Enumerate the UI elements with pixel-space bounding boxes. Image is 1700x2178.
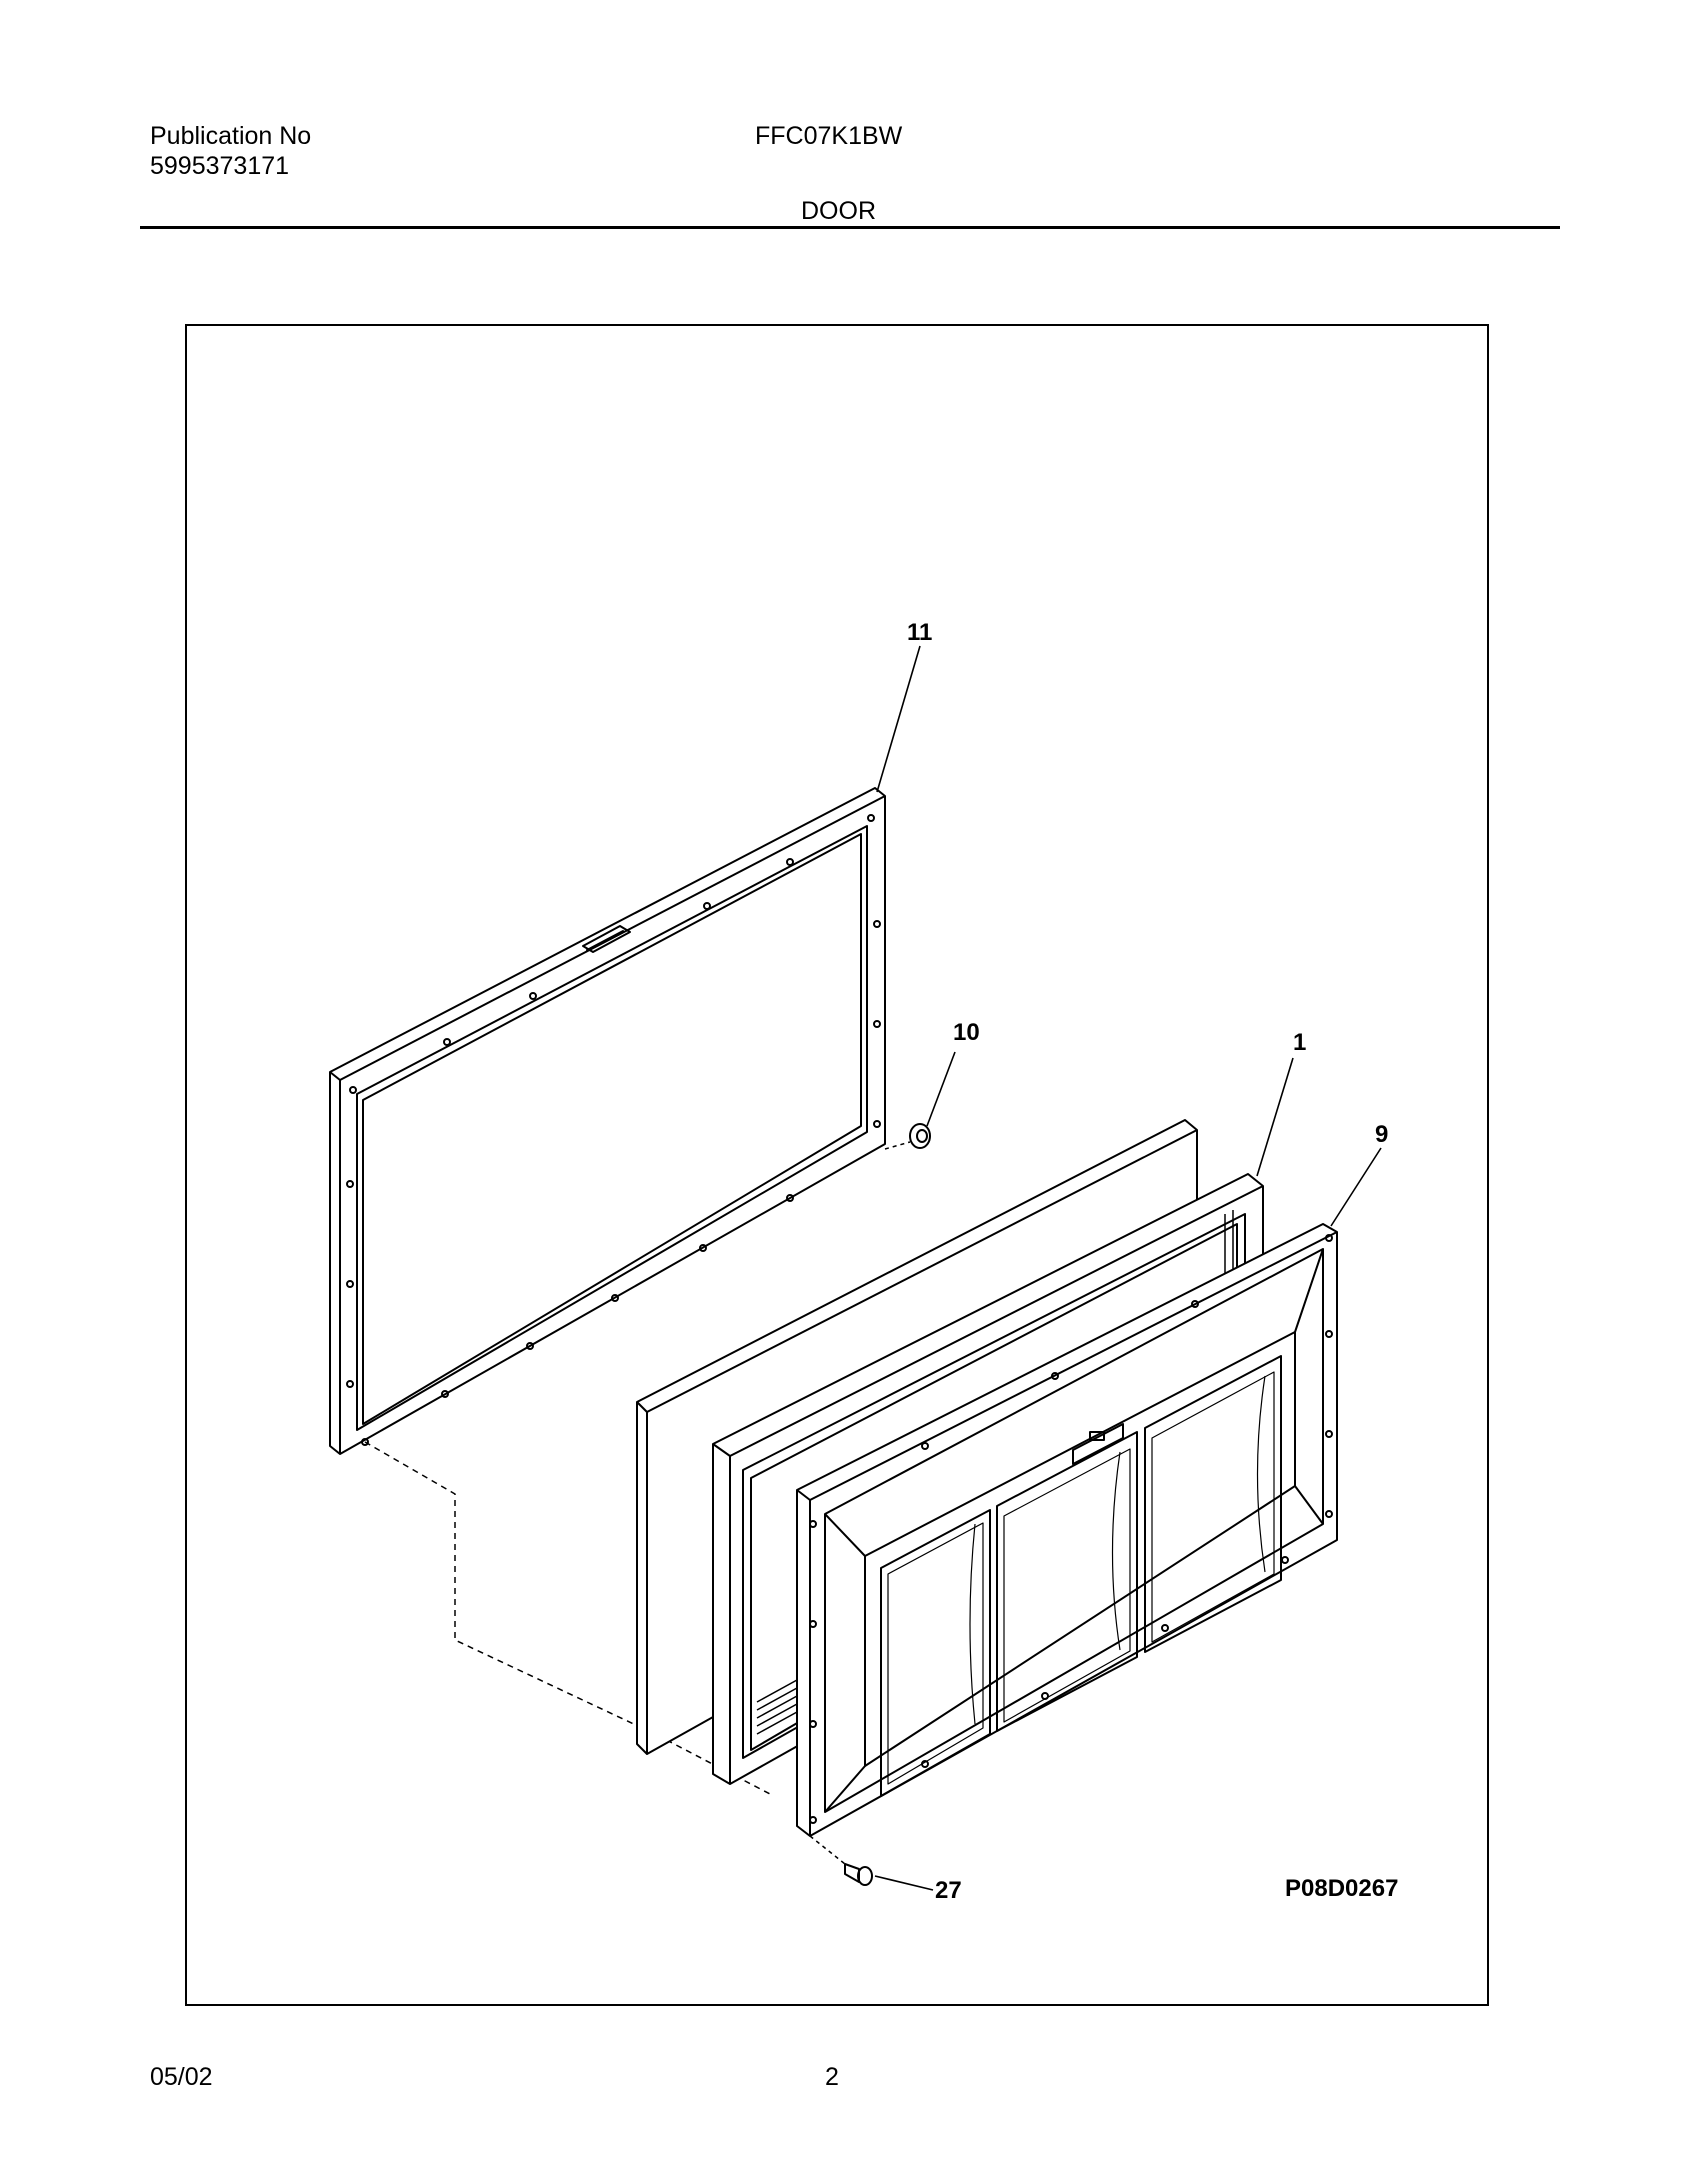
part-9-outer-panel [796, 1223, 1338, 1837]
callout-27: 27 [935, 1877, 962, 1904]
part-27-screw [809, 1835, 873, 1886]
drawing-code: P08D0267 [1285, 1875, 1398, 1902]
part-11-liner-frame [329, 787, 886, 1455]
callout-9: 9 [1375, 1121, 1388, 1148]
callout-11: 11 [907, 619, 932, 646]
header-rule [140, 226, 1560, 229]
page-number: 2 [825, 2063, 839, 2091]
model-number: FFC07K1BW [755, 122, 903, 150]
footer-date: 05/02 [150, 2063, 213, 2091]
part-10-bushing [884, 1123, 931, 1150]
publication-number: 5995373171 [150, 152, 290, 180]
section-title: DOOR [801, 197, 876, 225]
callout-1: 1 [1293, 1029, 1306, 1056]
callout-10: 10 [953, 1019, 980, 1046]
door-exploded-diagram: 11 10 1 9 27 P08D0267 [329, 619, 1398, 1904]
diagram-frame [185, 324, 1489, 2006]
publication-label: Publication No [150, 122, 312, 150]
